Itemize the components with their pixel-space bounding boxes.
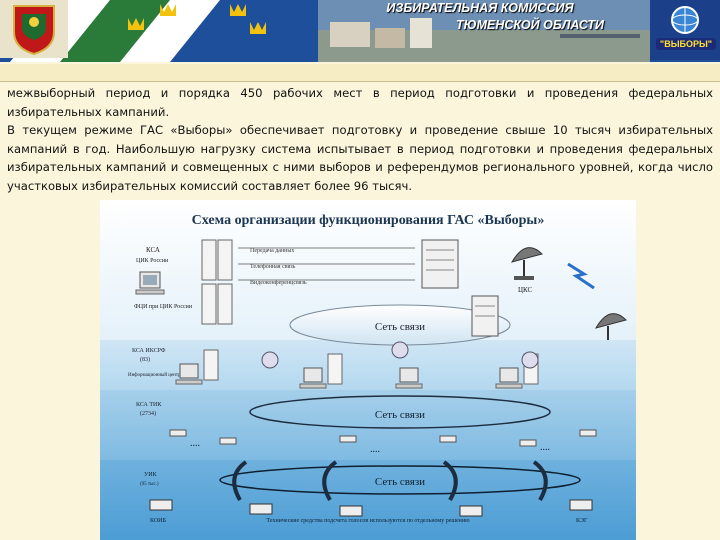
band-precinct xyxy=(100,460,636,540)
uik-label: УИК xyxy=(144,472,158,478)
ksa-tik-label: КСА ТИК xyxy=(136,402,162,408)
ksa-label: КСА xyxy=(146,246,160,254)
gas-vybory-logo-icon xyxy=(650,0,720,60)
header-banner: ИЗБИРАТЕЛЬНАЯ КОМИССИЯ ТЮМЕНСКОЙ ОБЛАСТИ… xyxy=(0,0,720,62)
emblem-icon xyxy=(0,0,68,58)
server-icon xyxy=(422,240,458,288)
ksa-ikstrf-count: (83) xyxy=(140,356,150,363)
band-territorial xyxy=(100,390,636,460)
ksa-ikstrf-label: КСА ИКСРФ xyxy=(132,348,166,354)
banner-subtitle: ТЮМЕНСКОЙ ОБЛАСТИ xyxy=(420,18,640,32)
network-label: Сеть связи xyxy=(375,409,425,421)
router-icon xyxy=(522,352,538,368)
dots: .... xyxy=(190,438,200,449)
server-icon xyxy=(472,296,498,336)
cik-label: ЦИК России xyxy=(136,258,169,264)
gas-vybory-diagram: Схема организации функционирования ГАС «… xyxy=(100,200,636,540)
router-icon xyxy=(262,352,278,368)
dots: .... xyxy=(370,444,380,455)
computer-icon xyxy=(136,272,164,294)
dots: .... xyxy=(540,442,550,453)
paragraph: В текущем режиме ГАС «Выборы» обеспечива… xyxy=(7,121,713,195)
diagram-canvas: Схема организации функционирования ГАС «… xyxy=(100,200,636,540)
koib-label: КОИБ xyxy=(150,518,167,524)
fcin-label: ФЦИ при ЦИК России xyxy=(134,304,193,310)
service-item: Передача данных xyxy=(250,248,294,254)
divider xyxy=(0,64,720,82)
text-content: межвыборный период и порядка 450 рабочих… xyxy=(7,84,713,196)
diagram-title: Схема организации функционирования ГАС «… xyxy=(192,213,545,228)
computer-icon xyxy=(396,368,422,388)
network-label: Сеть связи xyxy=(375,476,425,488)
banner-title: ИЗБИРАТЕЛЬНАЯ КОМИССИЯ xyxy=(330,1,630,15)
paragraph: межвыборный период и порядка 450 рабочих… xyxy=(7,84,713,121)
uik-count: (95 тыс.) xyxy=(140,482,159,487)
keg-label: КЭГ xyxy=(576,518,588,524)
cks-label: ЦКС xyxy=(518,286,533,294)
logo-label: "ВЫБОРЫ" xyxy=(656,38,716,50)
info-center-label: Информационный центр xyxy=(128,373,181,378)
network-label: Сеть связи xyxy=(375,321,425,333)
footnote: Технические средства подсчета голосов ис… xyxy=(266,518,470,524)
ksa-tik-count: (2734) xyxy=(140,410,156,417)
router-icon xyxy=(392,342,408,358)
